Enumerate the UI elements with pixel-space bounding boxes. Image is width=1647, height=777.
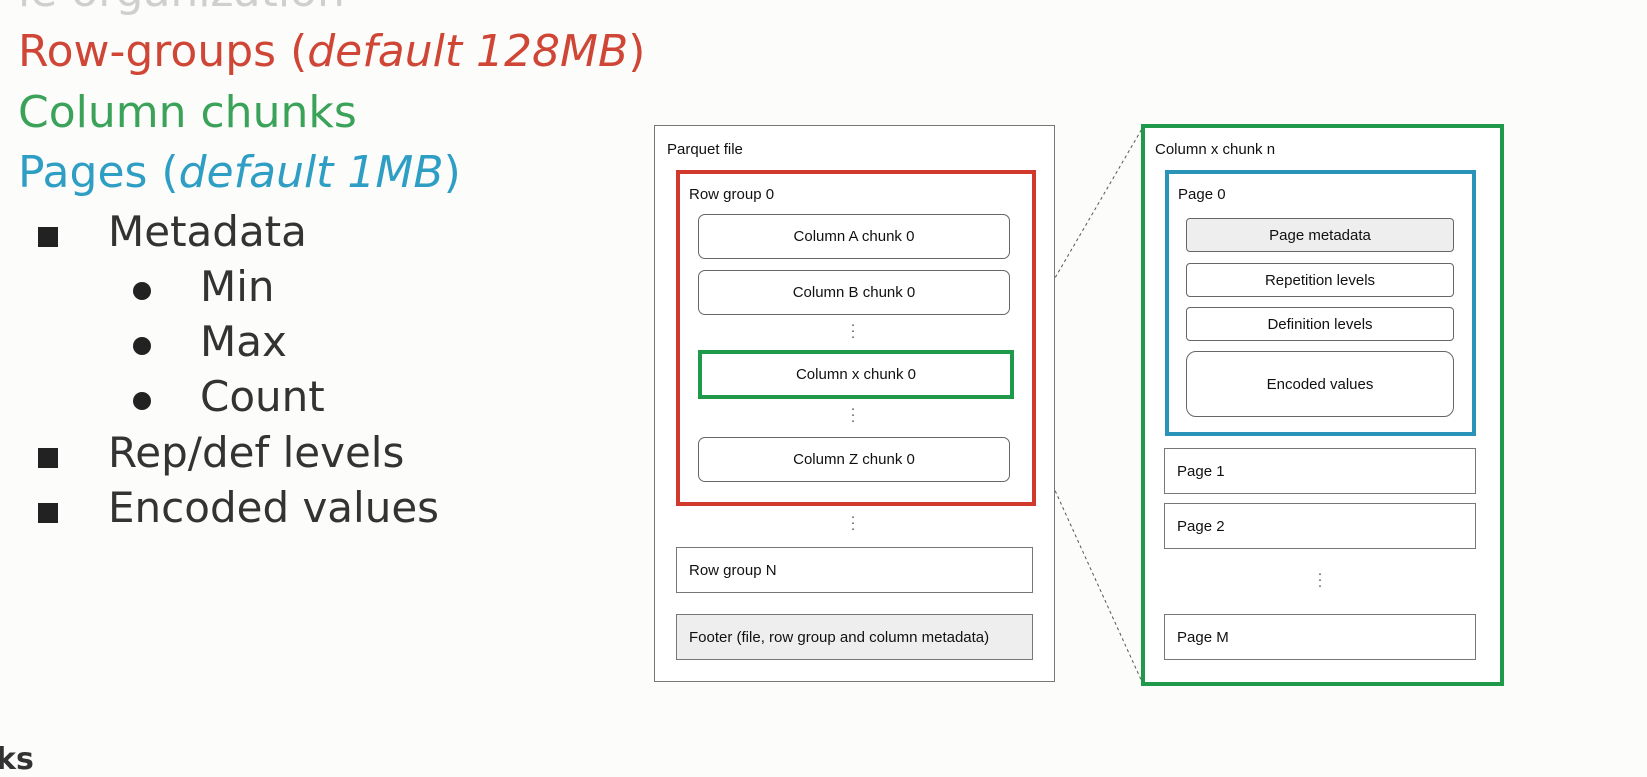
column-b-chunk-0: Column B chunk 0 (698, 270, 1010, 315)
ellipsis-dots: ··· (850, 400, 856, 429)
column-x-chunk-0: Column x chunk 0 (698, 350, 1014, 399)
ellipsis-dots: ··· (850, 508, 856, 537)
bullet-dot-icon (133, 392, 151, 410)
page-0-label: Page 0 (1178, 186, 1226, 203)
row-group-0-label: Row group 0 (689, 186, 775, 203)
column-a-chunk-0: Column A chunk 0 (698, 214, 1010, 259)
bullet-count: Count (200, 372, 325, 421)
page-m-box: Page M (1164, 614, 1476, 660)
page-title: le organization (18, 0, 345, 17)
bullet-square-icon (38, 448, 58, 468)
parquet-file-label: Parquet file (667, 141, 743, 158)
row-group-0-box (676, 170, 1036, 506)
row-group-n-box: Row group N (676, 547, 1033, 593)
ellipsis-dots: ··· (1317, 565, 1323, 594)
definition-levels: Definition levels (1186, 307, 1454, 341)
footer-box: Footer (file, row group and column metad… (676, 614, 1033, 660)
repetition-levels: Repetition levels (1186, 263, 1454, 297)
heading-column-chunks: Column chunks (18, 87, 357, 138)
page-0-box (1165, 170, 1476, 436)
bullet-square-icon (38, 503, 58, 523)
bullet-rep-def-levels: Rep/def levels (108, 428, 405, 477)
heading-pages: Pages (default 1MB) (18, 147, 461, 198)
column-chunk-label: Column x chunk n (1155, 141, 1276, 158)
bullet-dot-icon (133, 337, 151, 355)
encoded-values: Encoded values (1186, 351, 1454, 417)
bullet-square-icon (38, 227, 58, 247)
ellipsis-dots: ··· (850, 316, 856, 345)
bullet-max: Max (200, 317, 287, 366)
page-1-box: Page 1 (1164, 448, 1476, 494)
bullet-encoded-values: Encoded values (108, 483, 440, 532)
bullet-metadata: Metadata (108, 207, 307, 256)
page-metadata: Page metadata (1186, 218, 1454, 252)
heading-row-groups: Row-groups (default 128MB) (18, 26, 646, 77)
bullet-min: Min (200, 262, 275, 311)
column-z-chunk-0: Column Z chunk 0 (698, 437, 1010, 482)
bullet-dot-icon (133, 282, 151, 300)
page-2-box: Page 2 (1164, 503, 1476, 549)
